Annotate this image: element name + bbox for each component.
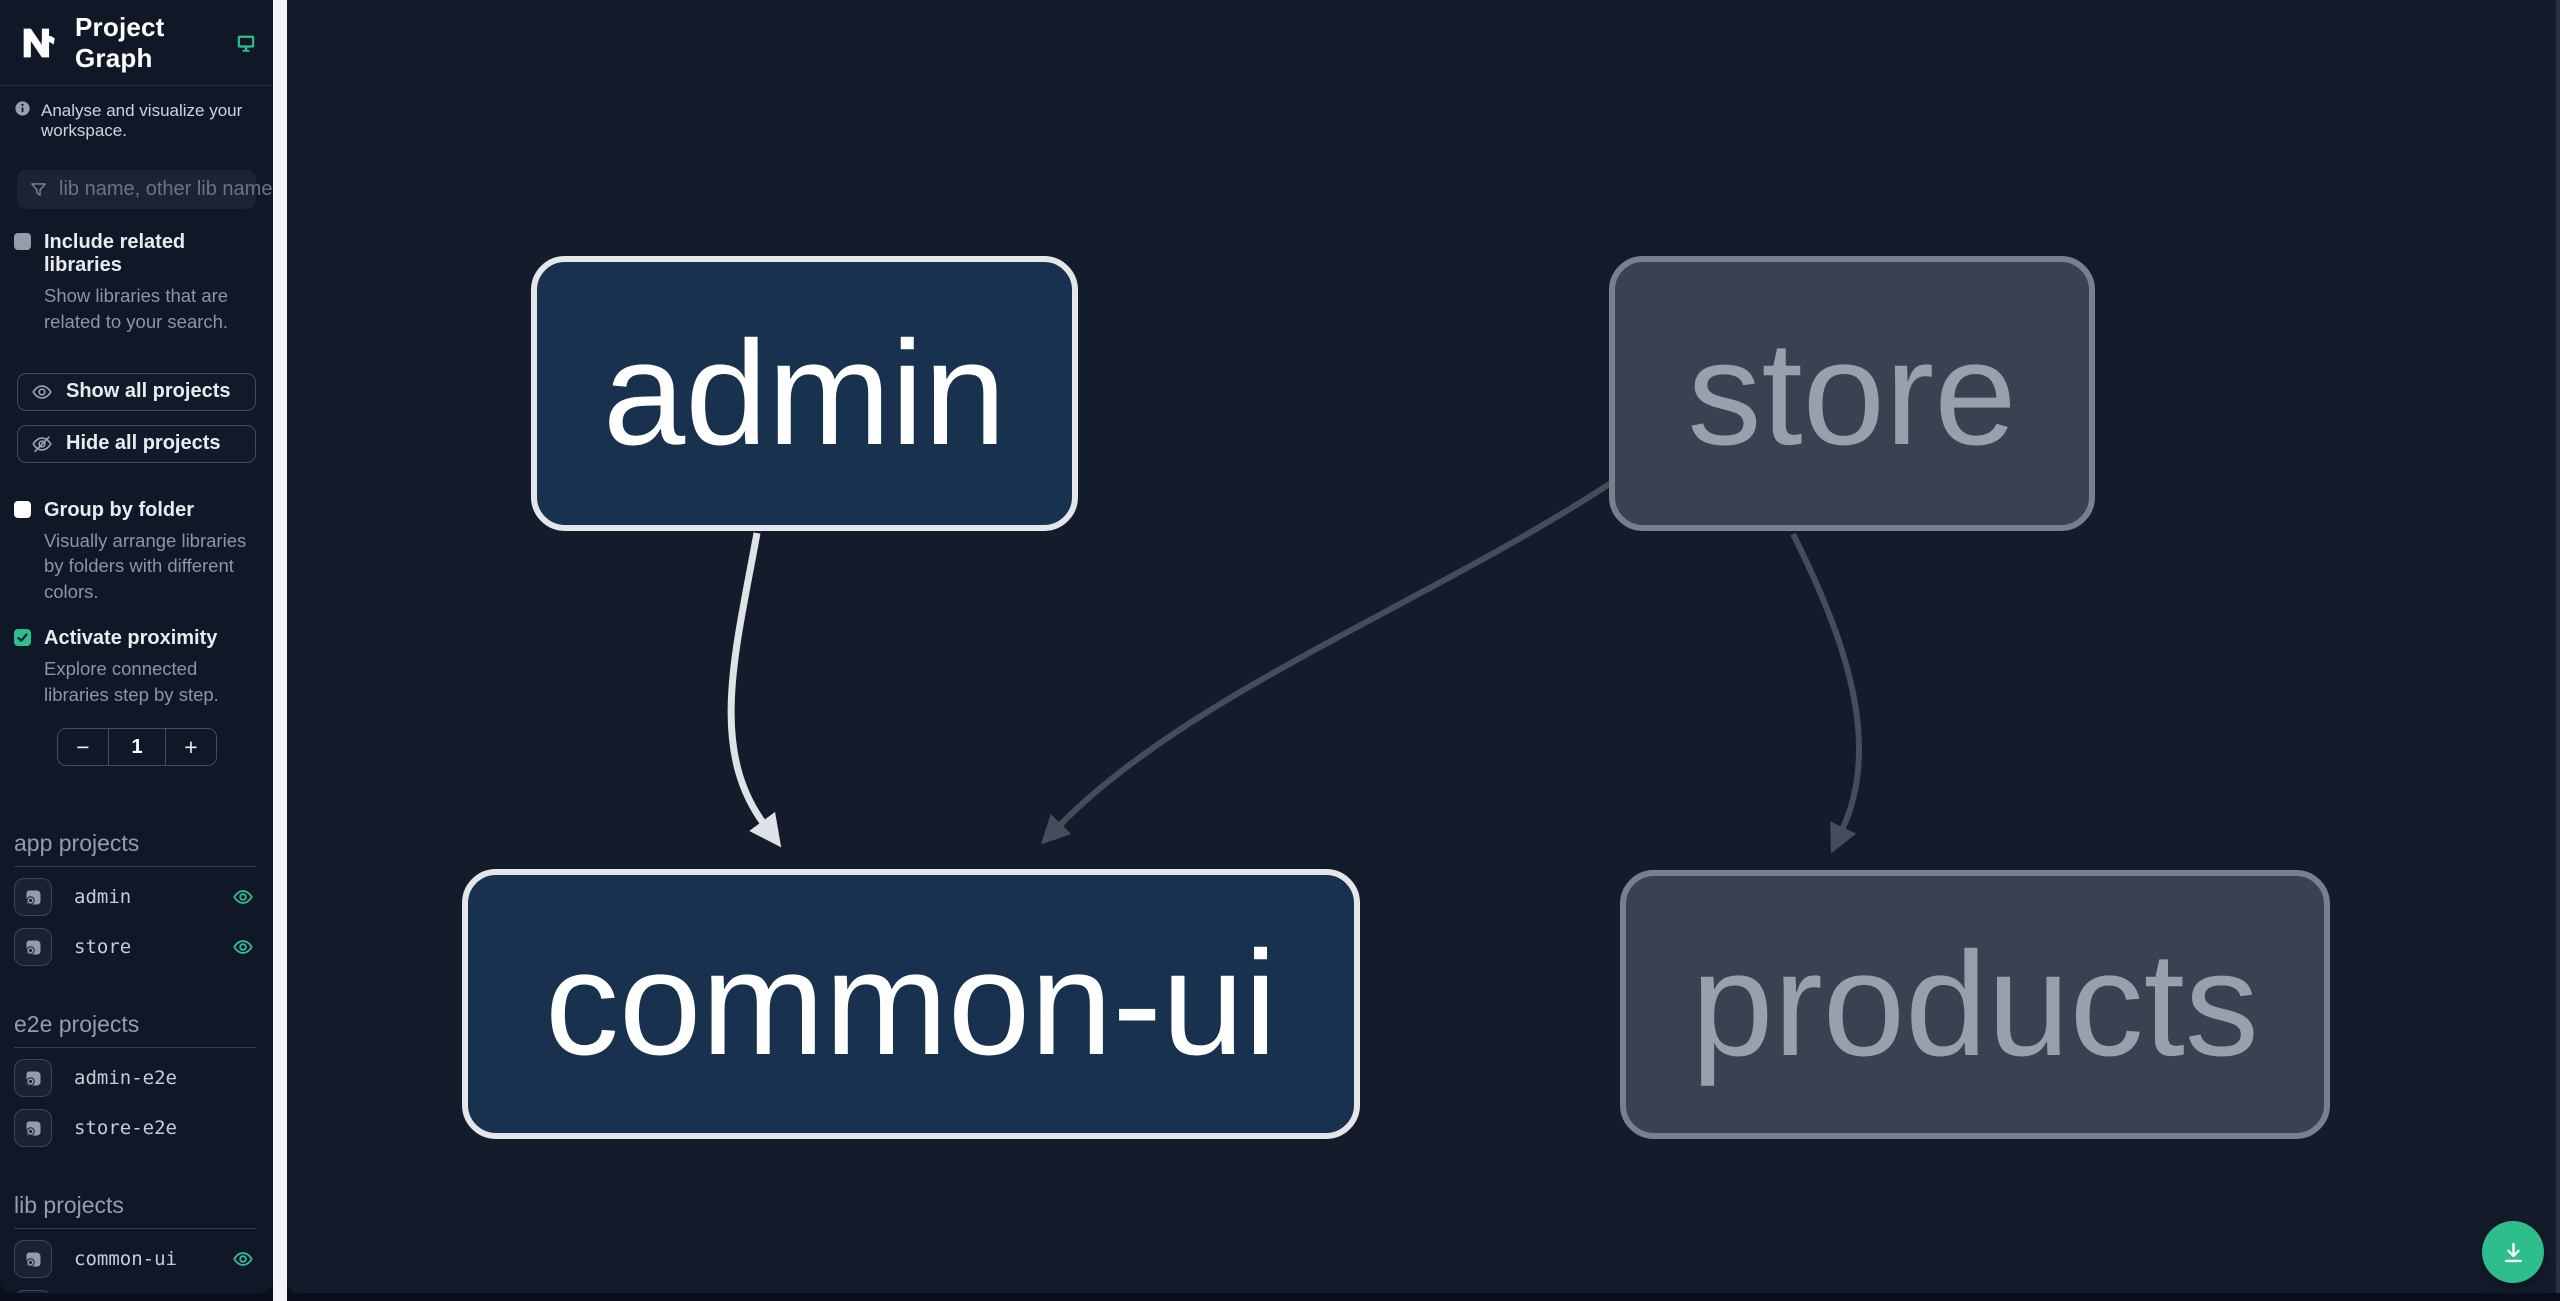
project-icon[interactable]: [14, 1240, 52, 1279]
app-title: Project Graph: [75, 12, 165, 73]
project-row-store: store: [14, 927, 256, 967]
search-box: [17, 169, 273, 209]
include-related-libraries-checkbox[interactable]: [14, 232, 31, 250]
nx-logo[interactable]: [16, 20, 62, 66]
visibility-eye-icon[interactable]: [232, 1248, 256, 1270]
checkbox-description: Explore connected libraries step by step…: [44, 658, 219, 706]
desktop-icon[interactable]: [235, 32, 257, 54]
download-button[interactable]: [2482, 1221, 2544, 1283]
project-icon[interactable]: [14, 878, 52, 917]
graph-canvas[interactable]: admin store common-ui products: [287, 0, 2560, 1293]
project-name[interactable]: common-ui: [74, 1248, 177, 1271]
project-row-common-ui: common-ui: [14, 1239, 256, 1279]
project-name[interactable]: store: [74, 936, 132, 959]
panel-resizer[interactable]: [273, 0, 287, 1301]
graph-node-products[interactable]: products: [1620, 870, 2330, 1139]
visibility-eye-icon[interactable]: [232, 936, 256, 958]
edge-admin-common-ui[interactable]: [727, 532, 782, 848]
canvas-scrollbar[interactable]: [2556, 0, 2560, 1293]
edge-store-products[interactable]: [1790, 532, 1863, 854]
project-icon[interactable]: [14, 1290, 52, 1293]
eye-off-icon: [31, 433, 53, 455]
button-label: Show all projects: [66, 380, 231, 403]
graph-node-store[interactable]: store: [1609, 256, 2095, 531]
hide-all-projects-button[interactable]: Hide all projects: [17, 424, 256, 463]
graph-node-common-ui[interactable]: common-ui: [462, 869, 1360, 1139]
download-icon: [2500, 1239, 2527, 1266]
button-label: Hide all projects: [66, 432, 221, 455]
section-app-projects: app projects admin store: [14, 830, 256, 967]
project-icon[interactable]: [14, 1109, 52, 1148]
graph-node-admin[interactable]: admin: [531, 256, 1078, 531]
section-lib-projects: lib projects common-ui products: [14, 1192, 256, 1293]
stepper-value: 1: [108, 729, 166, 766]
search-input[interactable]: [59, 177, 273, 201]
group-by-folder-row: Group by folder Visually arrange librari…: [14, 499, 256, 606]
decrement-button[interactable]: −: [58, 729, 108, 765]
increment-button[interactable]: +: [166, 729, 216, 765]
activate-proximity-checkbox[interactable]: [14, 629, 31, 647]
proximity-stepper: − 1 +: [57, 728, 217, 767]
section-title: e2e projects: [14, 1011, 256, 1049]
sidebar-header: Project Graph: [0, 0, 273, 85]
activate-proximity-row: Activate proximity Explore connected lib…: [14, 627, 256, 708]
project-sections: app projects admin store e2e projects admin-…: [0, 830, 273, 1293]
project-row-store-e2e: store-e2e: [14, 1108, 256, 1148]
header-divider: [0, 85, 273, 86]
group-by-folder-checkbox[interactable]: [14, 500, 31, 518]
edge-store-common-ui[interactable]: [1040, 472, 1625, 845]
project-name[interactable]: store-e2e: [74, 1117, 177, 1140]
project-row-products: products: [14, 1289, 256, 1293]
section-title: app projects: [14, 830, 256, 868]
visibility-eye-icon[interactable]: [232, 886, 256, 908]
checkbox-description: Show libraries that are related to your …: [44, 284, 229, 332]
section-e2e-projects: e2e projects admin-e2e store-e2e: [14, 1011, 256, 1148]
project-row-admin: admin: [14, 877, 256, 917]
checkbox-label: Group by folder: [44, 498, 194, 521]
project-name[interactable]: admin-e2e: [74, 1067, 177, 1090]
filter-funnel-icon: [17, 180, 59, 199]
show-all-projects-button[interactable]: Show all projects: [17, 372, 256, 411]
checkbox-label: Include related libraries: [44, 230, 186, 276]
section-title: lib projects: [14, 1192, 256, 1230]
graph-edges-layer: [727, 472, 1863, 854]
tagline-text: Analyse and visualize your workspace.: [41, 101, 243, 141]
checkbox-description: Visually arrange libraries by folders wi…: [44, 529, 247, 603]
sidebar: Project Graph Analyse and visualize your…: [0, 0, 273, 1293]
checkbox-label: Activate proximity: [44, 627, 218, 650]
project-icon[interactable]: [14, 928, 52, 967]
project-name[interactable]: admin: [74, 886, 132, 909]
eye-icon: [31, 381, 53, 403]
tagline: Analyse and visualize your workspace.: [0, 86, 273, 142]
info-icon: [14, 100, 31, 117]
project-icon[interactable]: [14, 1059, 52, 1098]
project-row-admin-e2e: admin-e2e: [14, 1058, 256, 1098]
include-related-libraries-row: Include related libraries Show libraries…: [14, 231, 256, 335]
